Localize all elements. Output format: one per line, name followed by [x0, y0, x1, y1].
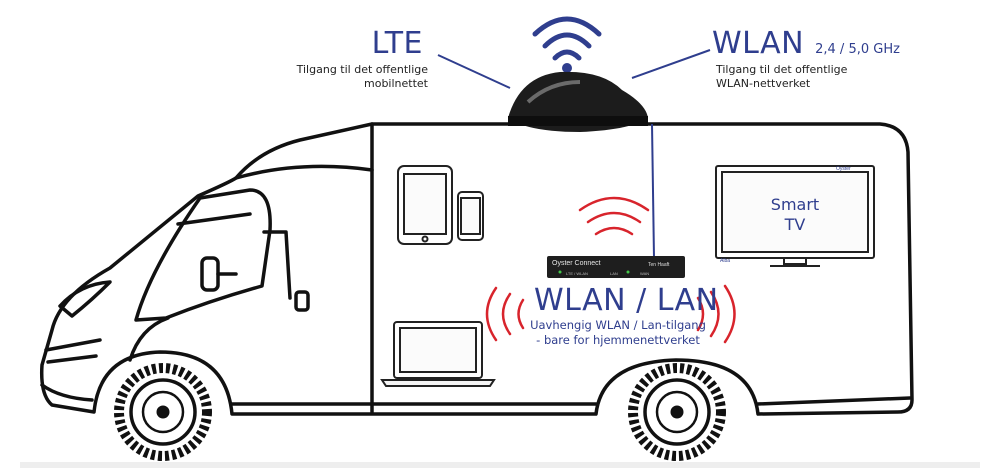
tv-icon — [715, 165, 875, 267]
lte-description: Tilgang til det offentlige mobilnettet — [248, 63, 428, 91]
router-port-wan: WAN — [640, 271, 649, 276]
laptop-icon — [380, 321, 496, 387]
wlan-public-desc-line1: Tilgang til det offentlige — [716, 63, 848, 76]
tv-brand: Oyster — [836, 166, 851, 172]
wlan-callout-line — [631, 49, 711, 79]
wlan-lan-waves-left — [485, 286, 525, 342]
router-port-lan: LAN — [610, 271, 618, 276]
wlan-public-description: Tilgang til det offentlige WLAN-nettverk… — [716, 63, 916, 91]
wlan-lan-title: WLAN / LAN — [534, 283, 719, 318]
dome-antenna-icon — [508, 71, 648, 132]
motorhome-outline — [39, 122, 914, 416]
front-wheel — [114, 363, 212, 461]
smart-tv-label: Smart TV — [722, 195, 868, 235]
tv-corner-label: Alba — [720, 258, 730, 264]
wlan-public-header: WLAN 2,4 / 5,0 GHz — [712, 28, 900, 60]
smart-tv-line1: Smart — [770, 195, 820, 214]
lte-title: LTE — [371, 26, 423, 61]
router-port-lte-wlan: LTE / WLAN — [566, 271, 588, 276]
router-brand: Oyster Connect — [552, 260, 601, 267]
smartphone-icon — [457, 191, 484, 241]
router-signal-waves — [578, 196, 650, 236]
wlan-public-frequency: 2,4 / 5,0 GHz — [815, 42, 900, 57]
smart-tv-line2: TV — [784, 215, 806, 234]
wlan-lan-desc-line1: Uavhengig WLAN / Lan-tilgang — [530, 318, 706, 332]
antenna-cable — [651, 123, 655, 259]
wlan-lan-description: Uavhengig WLAN / Lan-tilgang - bare for … — [518, 318, 718, 348]
wlan-public-desc-line2: WLAN-nettverket — [716, 77, 811, 90]
lte-desc-line2: mobilnettet — [364, 77, 428, 90]
router-icon: Oyster Connect LTE / WLAN LAN WAN Ten Ha… — [547, 256, 685, 278]
wlan-lan-desc-line2: - bare for hjemmenettverket — [536, 333, 700, 347]
router-logo: Ten Haaft — [648, 262, 670, 268]
ground-line — [20, 462, 980, 468]
tablet-icon — [397, 165, 453, 245]
wlan-lan-waves-right — [696, 284, 736, 344]
wlan-public-title: WLAN — [712, 26, 805, 61]
wifi-icon — [532, 16, 602, 73]
lte-desc-line1: Tilgang til det offentlige — [296, 63, 428, 76]
lte-callout-line — [437, 54, 511, 89]
rear-wheel — [628, 363, 726, 461]
